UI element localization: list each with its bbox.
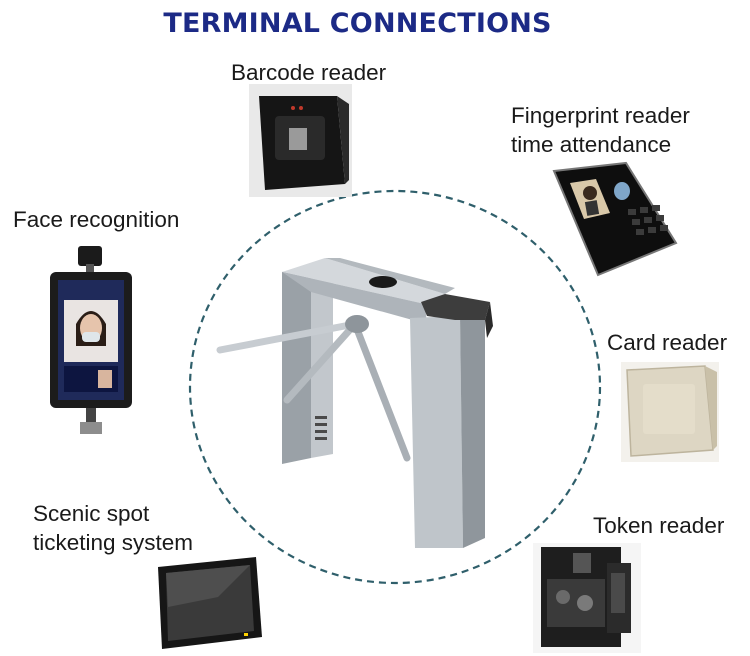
fingerprint-reader-device [552, 161, 678, 277]
fingerprint-reader-label-line1: Fingerprint reader [511, 103, 690, 128]
token-reader-device [533, 543, 641, 653]
ticketing-monitor-device [158, 557, 262, 649]
face-recognition-device [50, 246, 132, 434]
scenic-spot-label-line1: Scenic spot [33, 501, 150, 526]
token-reader-label: Token reader [593, 513, 725, 538]
card-reader-label: Card reader [607, 330, 728, 355]
barcode-reader-device [249, 84, 352, 197]
scenic-spot-label-line2: ticketing system [33, 530, 194, 555]
tripod-turnstile [216, 258, 493, 548]
card-reader-device [621, 362, 719, 462]
face-recognition-label: Face recognition [13, 207, 180, 232]
barcode-reader-label: Barcode reader [231, 60, 387, 85]
fingerprint-reader-label-line2: time attendance [511, 132, 672, 157]
page-title: TERMINAL CONNECTIONS [163, 8, 552, 39]
